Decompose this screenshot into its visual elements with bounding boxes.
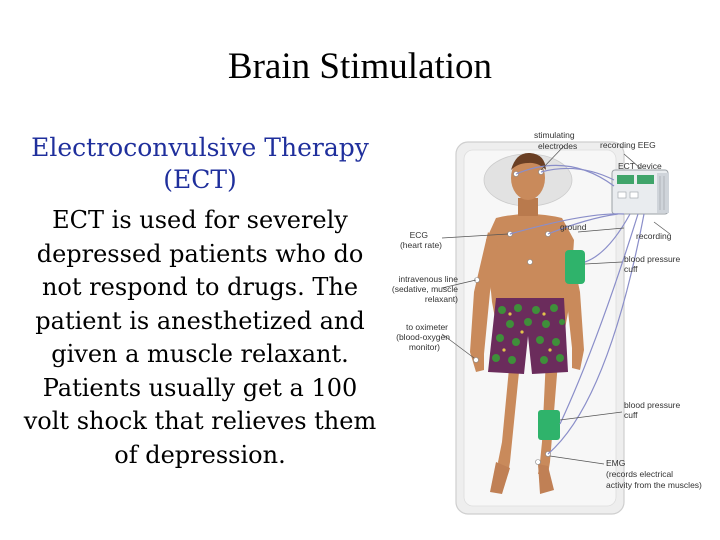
label-emg-2: (records electrical (606, 469, 673, 479)
shorts-accents (502, 312, 552, 352)
label-bp-cuff-upper-1: blood pressure (624, 254, 681, 264)
label-oximeter-1: to oximeter (406, 322, 448, 332)
label-iv-line-3: relaxant) (425, 294, 458, 304)
label-ecg-1: ECG (410, 230, 428, 240)
subtitle-line-1: Electroconvulsive Therapy (31, 133, 369, 162)
leader-lines (441, 145, 671, 465)
label-bp-cuff-upper-2: cuff (624, 264, 638, 274)
cables (509, 164, 645, 455)
label-iv-line-2: (sedative, muscle (392, 284, 458, 294)
left-arm (470, 232, 498, 372)
label-ect-device: ECT device (618, 161, 662, 171)
label-iv-line-1: intravenous line (398, 274, 458, 284)
left-foot (490, 462, 510, 494)
body-paragraph: ECT is used for severely depressed patie… (23, 206, 377, 469)
shorts-pattern (492, 304, 565, 364)
slide-title: Brain Stimulation (227, 46, 493, 87)
label-stimulating-electrodes-2: electrodes (538, 141, 577, 151)
label-ground: ground (560, 222, 587, 232)
ect-diagram: stimulating electrodes recording EEG ECT… (392, 130, 702, 515)
shorts (488, 298, 568, 374)
subtitle: Electroconvulsive Therapy (ECT) (14, 132, 386, 196)
subtitle-line-2: (ECT) (163, 165, 237, 194)
label-oximeter-3: monitor) (409, 342, 440, 352)
bp-cuff-lower (538, 410, 560, 440)
neck (518, 198, 538, 216)
bp-cuff-upper (565, 250, 585, 284)
right-foot (538, 464, 554, 494)
label-bp-cuff-lower-1: blood pressure (624, 400, 681, 410)
ect-device (611, 169, 669, 215)
label-stimulating-electrodes-1: stimulating (534, 130, 575, 140)
label-emg-3: activity from the muscles) (606, 480, 702, 490)
right-arm (558, 234, 584, 370)
label-recording: recording (636, 231, 672, 241)
label-bp-cuff-lower-2: cuff (624, 410, 638, 420)
ect-illustration: stimulating electrodes recording EEG ECT… (378, 122, 718, 522)
label-ecg-2: (heart rate) (400, 240, 442, 250)
label-recording-eeg: recording EEG (600, 140, 656, 150)
hair (511, 152, 546, 170)
label-oximeter-2: (blood-oxygen (396, 332, 450, 342)
label-emg-1: EMG (606, 458, 625, 468)
left-leg (498, 358, 520, 474)
